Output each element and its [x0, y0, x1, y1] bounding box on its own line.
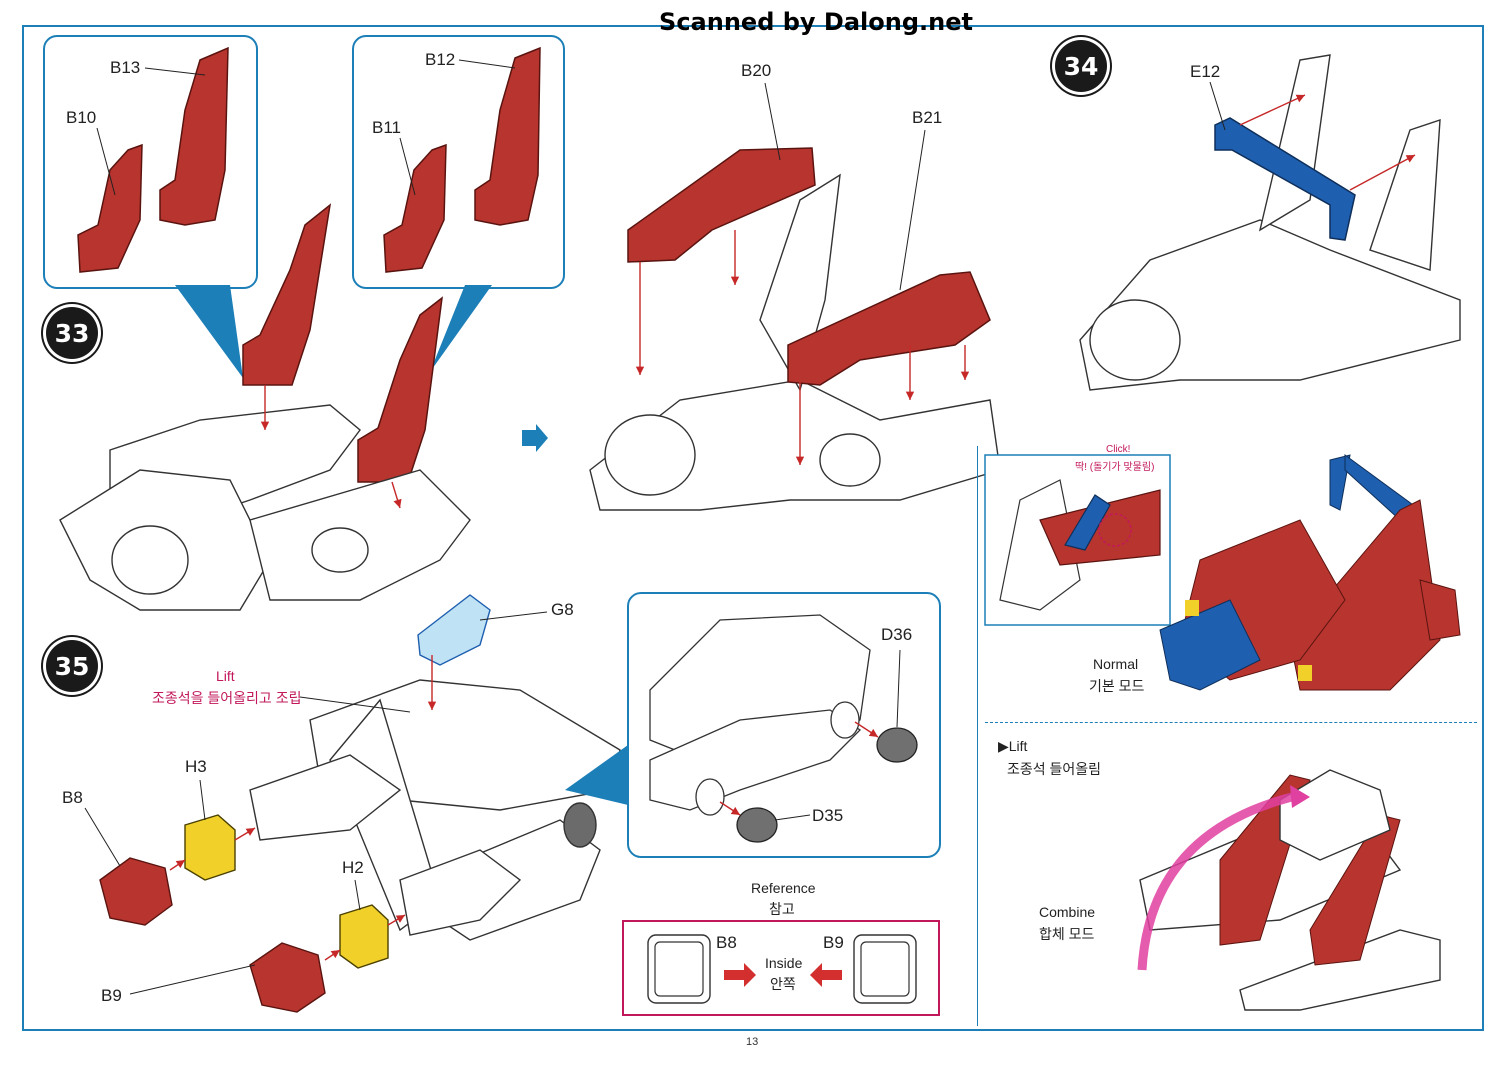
label-b13: B13 — [110, 58, 141, 77]
part-b21 — [787, 271, 991, 386]
click-detail-art — [999, 479, 1161, 611]
label-g8: G8 — [551, 600, 574, 619]
callout-step35 — [627, 592, 941, 858]
watermark: Scanned by Dalong.net — [659, 8, 973, 36]
click-label-en: Click! — [1106, 444, 1131, 455]
label-d35: D35 — [812, 806, 844, 825]
step-34-badge: 34 — [1055, 40, 1107, 92]
part-b12 — [474, 46, 541, 226]
ref-b9-frame — [853, 934, 917, 1004]
part-h3 — [184, 814, 236, 881]
label-b11: B11 — [372, 118, 401, 137]
step35-callout-art — [649, 614, 871, 816]
callout-pointer-left — [175, 285, 243, 378]
ref-arrow-left — [810, 963, 842, 987]
label-b21: B21 — [912, 108, 943, 127]
lift-label-en: ▶Lift — [998, 738, 1028, 754]
ref-label-b8: B8 — [716, 933, 737, 952]
label-h2: H2 — [342, 858, 364, 877]
part-b8 — [99, 857, 173, 926]
reference-title-ko: 참고 — [769, 901, 795, 917]
part-h2 — [339, 904, 389, 969]
part-b20 — [627, 147, 816, 263]
normal-mode-model — [1159, 454, 1461, 691]
lift-note-ko: 조종석을 들어올리고 조립 — [152, 690, 302, 706]
ref-b8-frame — [647, 934, 711, 1004]
callout-pointer-right — [430, 285, 492, 372]
lift-note-en: Lift — [216, 668, 235, 684]
page-number: 13 — [746, 1036, 759, 1048]
callout-left — [43, 35, 258, 289]
step35-frame — [249, 679, 621, 941]
step33b-frame — [589, 173, 1001, 511]
combine-mode-model — [1137, 769, 1441, 1011]
mode-divider — [985, 722, 1477, 723]
step-33-badge: 33 — [46, 307, 98, 359]
part-b9 — [249, 942, 326, 1013]
part-d35 — [736, 807, 778, 843]
part-e12 — [1214, 117, 1356, 241]
ref-arrow-right — [724, 963, 756, 987]
reference-box — [622, 920, 940, 1016]
combine-label-ko: 합체 모드 — [1039, 926, 1095, 942]
part-b13 — [159, 46, 229, 226]
combine-label-en: Combine — [1039, 904, 1096, 920]
label-b9: B9 — [101, 986, 122, 1005]
click-label-ko: 딱! (돌기가 맞물림) — [1075, 462, 1155, 473]
label-d36: D36 — [881, 625, 913, 644]
label-b20: B20 — [741, 61, 772, 80]
lift-label-ko: 조종석 들어올림 — [1007, 761, 1102, 777]
callout-right — [352, 35, 565, 289]
label-b10: B10 — [66, 108, 97, 127]
step33-frame — [59, 404, 471, 611]
step33-fin-right — [357, 296, 443, 483]
normal-label-en: Normal — [1093, 656, 1139, 672]
label-b12: B12 — [425, 50, 456, 69]
part-b11 — [383, 143, 447, 273]
part-g8 — [417, 594, 491, 666]
page-frame — [22, 25, 1484, 1031]
callout-pointer-35 — [565, 745, 628, 805]
label-h3: H3 — [185, 757, 207, 776]
part-d36 — [876, 727, 918, 763]
step34-frame — [1079, 54, 1461, 391]
step33-fin-left — [242, 203, 332, 386]
step-35-badge: 35 — [46, 640, 98, 692]
inside-label-en: Inside — [765, 955, 803, 971]
label-e12: E12 — [1190, 62, 1221, 81]
part-b10 — [77, 143, 143, 273]
next-arrow — [522, 424, 548, 452]
label-b8: B8 — [62, 788, 83, 807]
inside-label-ko: 안쪽 — [770, 976, 796, 992]
ref-label-b9: B9 — [823, 933, 844, 952]
normal-label-ko: 기본 모드 — [1089, 678, 1145, 694]
reference-title-en: Reference — [751, 880, 816, 896]
section-divider — [977, 446, 978, 1026]
